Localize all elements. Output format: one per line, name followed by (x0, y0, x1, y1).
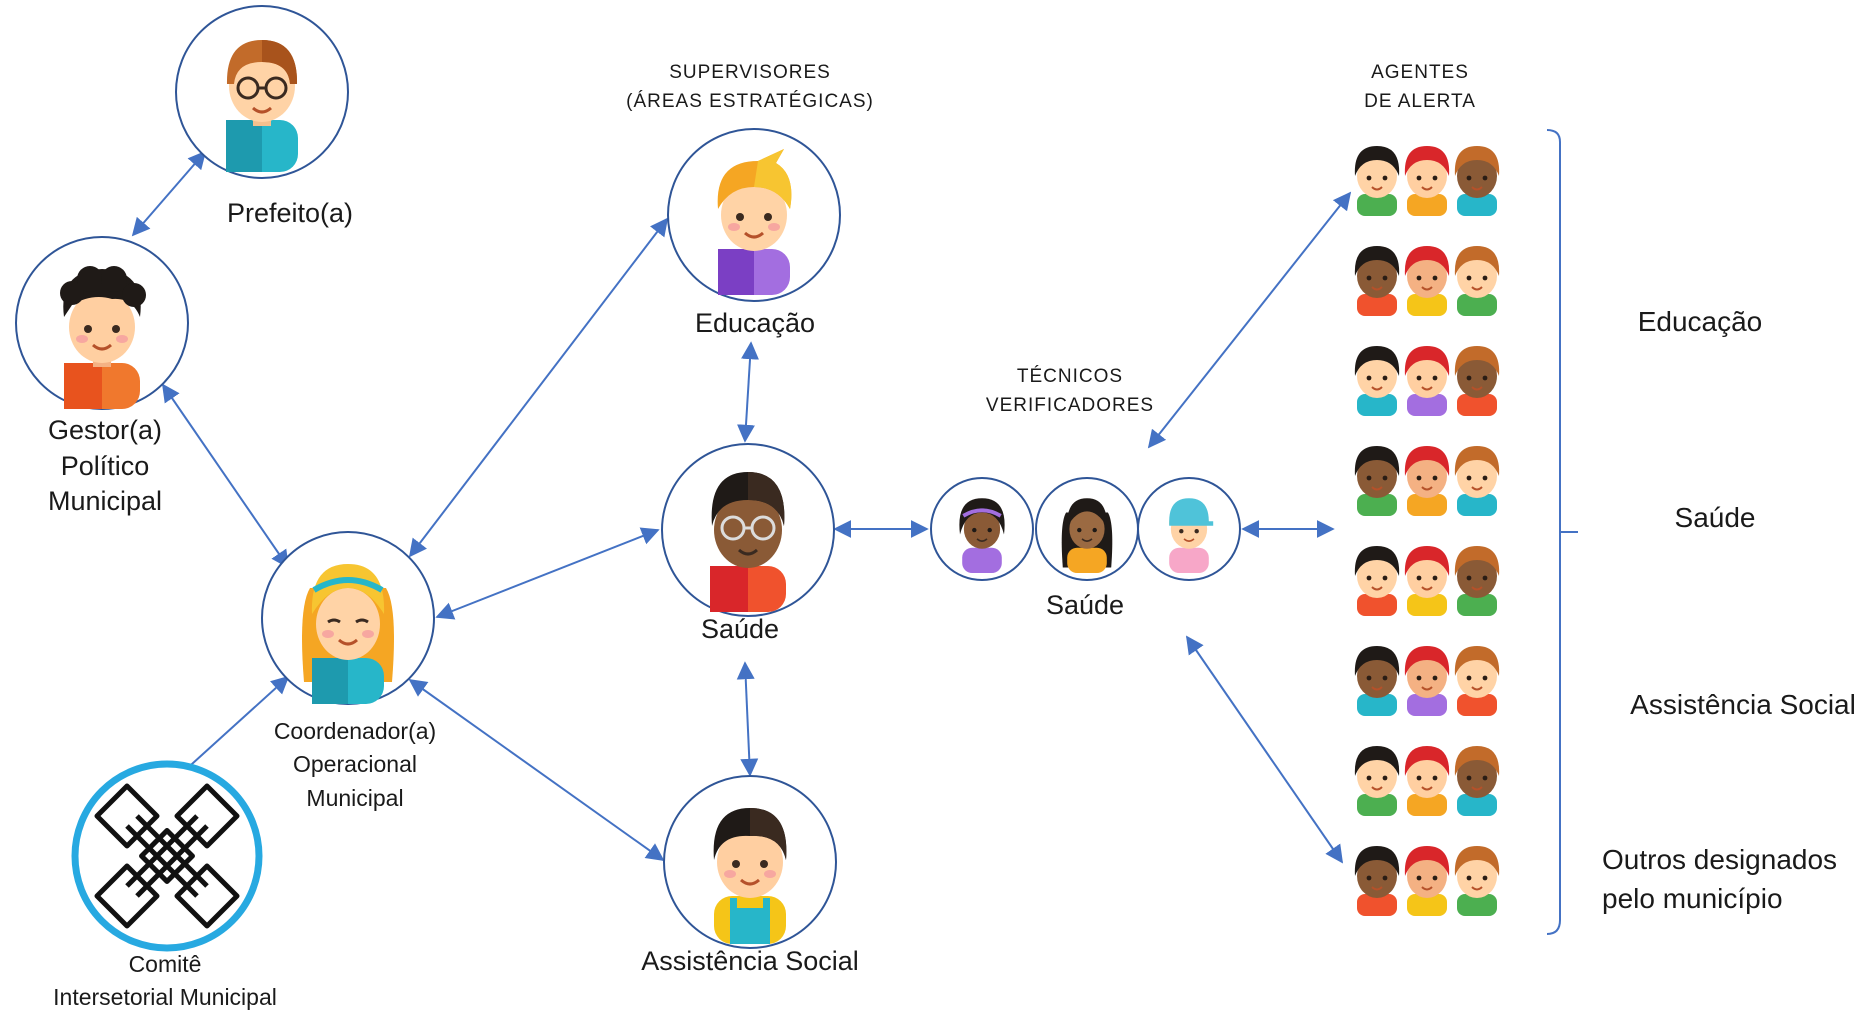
label-sup-saude: Saúde (700, 614, 780, 644)
label-gestor-line-1: Gestor(a) (47, 415, 163, 445)
category-outros: Outros designados pelo município (1602, 840, 1872, 918)
agent-avatar (1354, 346, 1400, 416)
arrow-educacao-saude (737, 341, 759, 443)
heading-supervisores-line-1: SUPERVISORES (669, 62, 831, 83)
agent-avatar (1354, 746, 1400, 816)
tecnico-1-node (930, 477, 1034, 581)
coordenador-node (261, 531, 435, 705)
heading-tecnicos: TÉCNICOS VERIFICADORES (960, 362, 1180, 421)
agent-avatar (1454, 446, 1500, 516)
arrow-prefeito-gestor (131, 150, 207, 237)
label-gestor-line-2: Político (60, 450, 150, 481)
agent-avatar (1404, 446, 1450, 516)
heading-supervisores: SUPERVISORES (ÁREAS ESTRATÉGICAS) (600, 58, 900, 117)
agent-avatar (1404, 846, 1450, 916)
gestor-node (15, 236, 189, 410)
category-assistencia: Assistência Social (1630, 689, 1856, 720)
agent-avatar (1404, 346, 1450, 416)
agent-avatar (1454, 646, 1500, 716)
label-coordenador-line-2: Operacional (292, 751, 418, 778)
comite-node (71, 760, 263, 952)
agent-avatar (1454, 346, 1500, 416)
sup-educacao-node (667, 128, 841, 302)
label-coordenador-line-3: Municipal (306, 784, 404, 811)
prefeito-avatar (226, 40, 298, 172)
agent-avatar (1404, 546, 1450, 616)
arrow-coordenador-saude (435, 527, 660, 620)
sup-assistencia-node (663, 775, 837, 949)
label-coordenador: Coordenador(a) Operacional Municipal (245, 715, 465, 815)
agent-avatar (1404, 246, 1450, 316)
coordenador-avatar (302, 564, 394, 704)
tecnico-3-node (1137, 477, 1241, 581)
agent-avatar (1354, 546, 1400, 616)
arrow-tecnicos-agentes-top (1147, 191, 1352, 449)
category-outros-line-1: Outros designados (1602, 844, 1838, 875)
label-comite-line-1: Comitê (128, 951, 202, 977)
arrow-coordenador-assistencia (408, 678, 665, 862)
agent-avatar (1354, 146, 1400, 216)
category-educacao: Educação (1637, 306, 1763, 337)
arrow-coordenador-educacao (408, 217, 669, 558)
agent-avatar (1354, 246, 1400, 316)
arrow-gestor-coordenador (161, 383, 290, 569)
agent-avatar (1354, 646, 1400, 716)
agent-avatar (1454, 146, 1500, 216)
label-comite-line-2: Intersetorial Municipal (53, 984, 277, 1011)
sup-educacao-avatar (717, 149, 792, 295)
gestor-avatar (60, 266, 146, 409)
label-comite: Comitê Intersetorial Municipal (15, 948, 315, 1015)
handshake-icon (94, 783, 240, 929)
label-gestor: Gestor(a) Político Municipal (0, 413, 210, 520)
tecnico-2-node (1035, 477, 1139, 581)
arrow-saude-assistencia (736, 661, 759, 777)
label-sup-assistencia: Assistência Social (641, 946, 859, 976)
agent-avatar (1454, 846, 1500, 916)
category-outros-line-2: pelo município (1602, 883, 1783, 915)
agents-bracket (1546, 129, 1578, 935)
sup-saude-node (661, 443, 835, 617)
arrow-tecnicos-agentes-bottom (1185, 635, 1344, 864)
label-tec-saude: Saúde (1045, 590, 1125, 620)
agent-avatar (1354, 446, 1400, 516)
category-saude: Saúde (1674, 502, 1756, 533)
agent-avatar (1454, 746, 1500, 816)
heading-agentes: AGENTES DE ALERTA (1330, 58, 1510, 117)
agent-avatar (1454, 246, 1500, 316)
agent-avatar (1404, 746, 1450, 816)
agent-avatar (1404, 146, 1450, 216)
agent-avatar (1454, 546, 1500, 616)
heading-supervisores-line-2: (ÁREAS ESTRATÉGICAS) (626, 91, 874, 113)
sup-assistencia-avatar (713, 808, 787, 944)
label-gestor-line-3: Municipal (47, 486, 163, 517)
agent-avatar (1354, 846, 1400, 916)
heading-tecnicos-line-2: VERIFICADORES (985, 395, 1155, 417)
agents-grid (1354, 146, 1500, 916)
prefeito-node (175, 5, 349, 179)
label-prefeito: Prefeito(a) (226, 198, 354, 228)
sup-saude-avatar (710, 472, 786, 612)
agent-avatar (1404, 646, 1450, 716)
heading-agentes-line-2: DE ALERTA (1364, 91, 1476, 113)
label-sup-educacao: Educação (694, 308, 816, 338)
heading-agentes-line-1: AGENTES (1371, 62, 1469, 83)
label-coordenador-line-1: Coordenador(a) (273, 718, 437, 744)
heading-tecnicos-line-1: TÉCNICOS (1016, 366, 1124, 387)
